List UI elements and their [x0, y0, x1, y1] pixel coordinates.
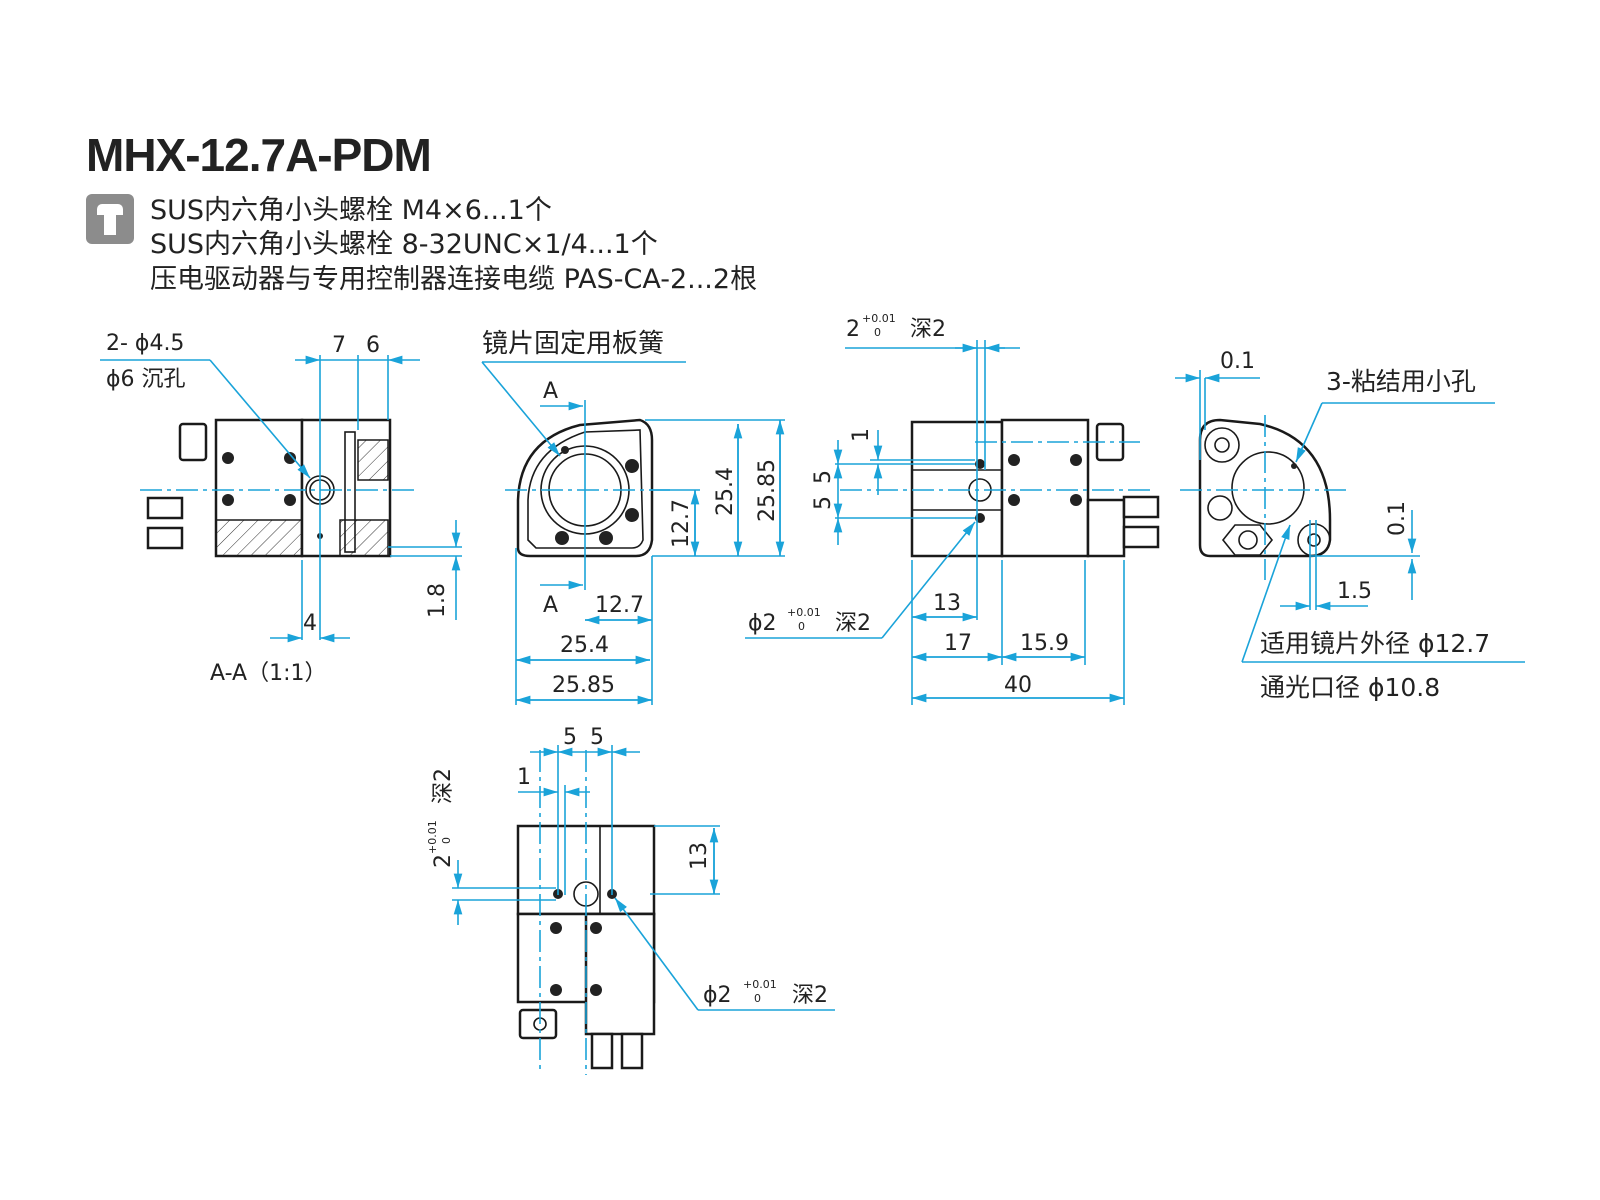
accessory-item: 压电驱动器与专用控制器连接电缆 PAS-CA-2...2根 — [150, 264, 758, 295]
pin-hole-right-tol-upper: +0.01 — [743, 978, 777, 991]
dim-6: 6 — [366, 333, 380, 358]
dim-13: 13 — [687, 842, 712, 870]
pin-hole-right-depth: 深2 — [792, 983, 828, 1008]
dim-25-4-v: 25.4 — [713, 467, 738, 516]
top-view: 5 5 1 13 2 +0.01 0 深2 ϕ2 +0.01 0 深2 — [426, 725, 835, 1075]
section-view-aa: 2- ϕ4.5 ϕ6 沉孔 7 6 4 1.8 A-A（1:1） — [100, 331, 462, 686]
section-mark-top: A — [543, 379, 558, 404]
counterbore-callout: ϕ6 沉孔 — [106, 367, 186, 392]
pin-hole-bottom-main: ϕ2 — [748, 611, 777, 636]
mirror-diameter-label: 适用镜片外径 ϕ12.7 — [1260, 629, 1490, 658]
section-caption: A-A（1:1） — [210, 661, 326, 686]
pin-hole-left-tol-upper: +0.01 — [426, 820, 439, 854]
dim-12-7-v: 12.7 — [669, 499, 694, 548]
accessory-item: SUS内六角小头螺栓 M4×6...1个 — [150, 195, 552, 226]
pin-hole-right-tol-lower: 0 — [754, 992, 761, 1005]
aperture-label: 通光口径 ϕ10.8 — [1260, 673, 1440, 702]
pin-hole-left-depth: 深2 — [431, 768, 456, 804]
dim-5a: 5 — [563, 725, 577, 750]
pin-hole-top-tol-upper: +0.01 — [862, 312, 896, 325]
section-mark-bottom: A — [543, 593, 558, 618]
front-view: 镜片固定用板簧 A A 12.7 25.4 25.85 12.7 25.4 25… — [481, 329, 785, 705]
dim-1-8: 1.8 — [425, 583, 450, 618]
side-view: 2 +0.01 0 深2 ϕ2 +0.01 0 深2 1 5 5 13 17 1… — [745, 312, 1160, 705]
dim-13: 13 — [933, 591, 961, 616]
rear-view: 0.1 3-粘结用小孔 0.1 1.5 适用镜片外径 ϕ12.7 通光口径 ϕ1… — [1175, 349, 1525, 702]
pin-hole-top-main: 2 — [846, 317, 860, 342]
dim-0-1-top: 0.1 — [1220, 349, 1255, 374]
pin-hole-bottom-depth: 深2 — [835, 611, 871, 636]
dim-5b: 5 — [811, 496, 836, 510]
dim-1-5: 1.5 — [1337, 579, 1372, 604]
dim-25-4-h: 25.4 — [560, 633, 609, 658]
pin-hole-top-depth: 深2 — [910, 317, 946, 342]
hole-callout: 2- ϕ4.5 — [106, 331, 184, 356]
dim-4: 4 — [303, 611, 317, 636]
dim-1: 1 — [517, 765, 531, 790]
bolt-icon — [86, 194, 134, 244]
dim-40: 40 — [1004, 673, 1032, 698]
dim-15-9: 15.9 — [1020, 631, 1069, 656]
dim-1: 1 — [849, 428, 874, 442]
spring-label: 镜片固定用板簧 — [482, 329, 664, 359]
dim-0-1-side: 0.1 — [1385, 501, 1410, 536]
dim-5a: 5 — [811, 470, 836, 484]
glue-holes-label: 3-粘结用小孔 — [1326, 367, 1476, 396]
dim-5b: 5 — [590, 725, 604, 750]
pin-hole-right-main: ϕ2 — [703, 983, 732, 1008]
pin-hole-bottom-tol-lower: 0 — [798, 620, 805, 633]
dim-25-85-h: 25.85 — [552, 673, 615, 698]
pin-hole-top-tol-lower: 0 — [874, 326, 881, 339]
dim-25-85-v: 25.85 — [755, 459, 780, 522]
accessory-item: SUS内六角小头螺栓 8-32UNC×1/4...1个 — [150, 229, 658, 260]
pin-hole-left-main: 2 — [431, 854, 456, 868]
dim-12-7-h: 12.7 — [595, 593, 644, 618]
pin-hole-left-tol-lower: 0 — [440, 837, 453, 844]
dim-7: 7 — [332, 333, 346, 358]
dim-17: 17 — [944, 631, 972, 656]
pin-hole-bottom-tol-upper: +0.01 — [787, 606, 821, 619]
product-title: MHX-12.7A-PDM — [86, 129, 432, 181]
